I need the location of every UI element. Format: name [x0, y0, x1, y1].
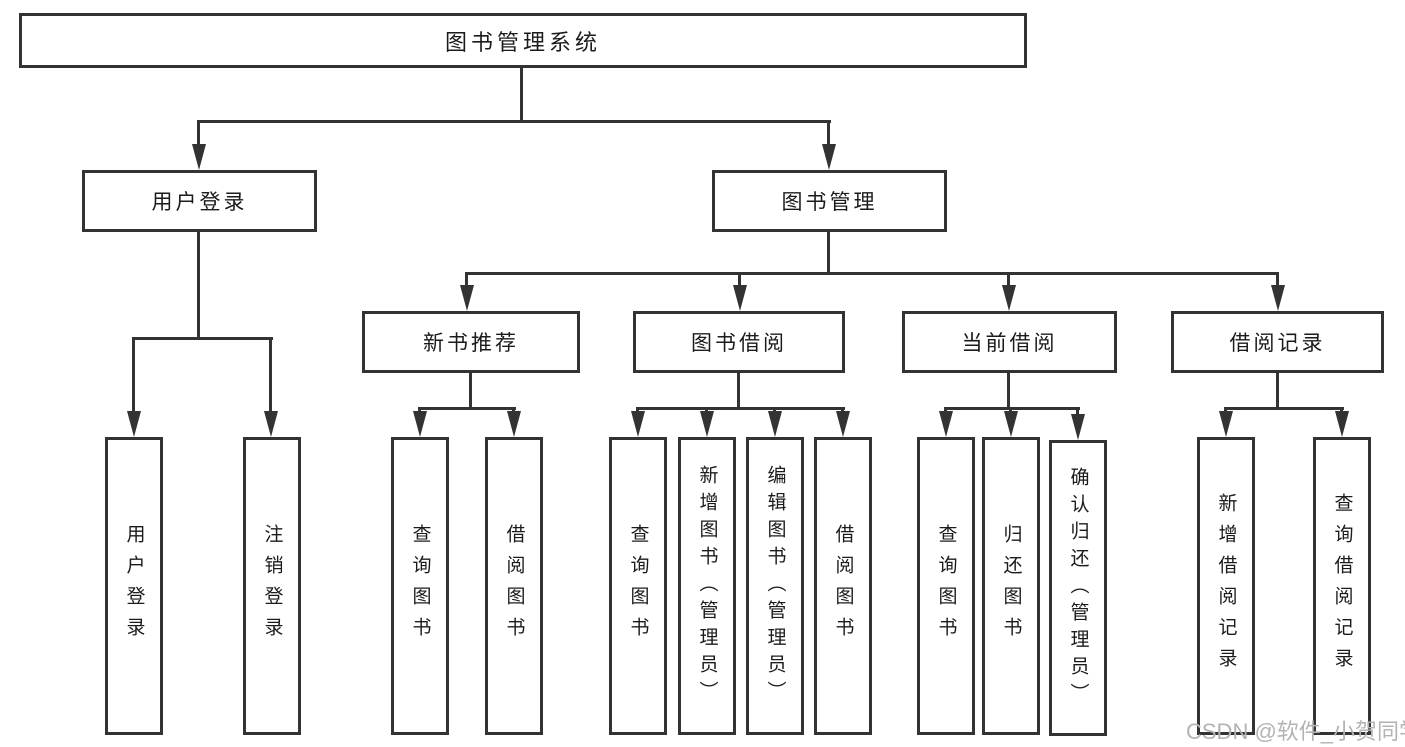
- node-label: 查询图书: [627, 524, 649, 648]
- arrowhead-down-icon: [1071, 414, 1085, 440]
- connector-line: [738, 272, 741, 287]
- connector-line: [841, 407, 844, 414]
- node-label: 用户登录: [151, 191, 248, 214]
- node-label: 用户登录: [123, 524, 145, 648]
- node-library-management-system: 图书管理系统: [19, 13, 1027, 68]
- connector-line: [132, 337, 273, 340]
- connector-line: [737, 373, 740, 410]
- arrowhead-down-icon: [1335, 411, 1349, 437]
- node-label: 图书借阅: [691, 332, 787, 355]
- leaf-query-books-current: 查询图书: [917, 437, 975, 735]
- connector-line: [944, 407, 947, 414]
- connector-line: [512, 407, 515, 414]
- node-label: 借阅记录: [1229, 332, 1326, 355]
- connector-line: [1276, 272, 1279, 287]
- arrowhead-down-icon: [700, 411, 714, 437]
- arrowhead-down-icon: [1002, 285, 1016, 311]
- node-label: 新增借阅记录: [1215, 493, 1237, 679]
- arrowhead-down-icon: [192, 144, 206, 170]
- arrowhead-down-icon: [460, 285, 474, 311]
- leaf-query-borrow-record: 查询借阅记录: [1313, 437, 1371, 735]
- leaf-user-login: 用户登录: [105, 437, 163, 735]
- leaf-return-books: 归还图书: [982, 437, 1040, 735]
- node-label: 查询图书: [935, 524, 957, 648]
- node-label: 借阅图书: [832, 524, 854, 648]
- connector-line: [469, 373, 472, 410]
- leaf-borrow-books: 借阅图书: [814, 437, 872, 735]
- node-book-management: 图书管理: [712, 170, 947, 232]
- leaf-edit-books-admin: 编辑图书（管理员）: [746, 437, 804, 735]
- node-label: 查询图书: [409, 524, 431, 648]
- node-label: 当前借阅: [961, 332, 1058, 355]
- connector-line: [418, 407, 421, 414]
- connector-line: [1224, 407, 1227, 414]
- node-label: 新书推荐: [423, 332, 519, 355]
- connector-line: [636, 407, 639, 414]
- connector-line: [773, 407, 776, 414]
- node-label: 归还图书: [1000, 524, 1022, 648]
- connector-line: [827, 120, 830, 148]
- leaf-query-books-recommend: 查询图书: [391, 437, 449, 735]
- node-label: 查询借阅记录: [1331, 493, 1353, 679]
- connector-line: [1276, 373, 1279, 410]
- connector-line: [197, 120, 831, 123]
- arrowhead-down-icon: [264, 411, 278, 437]
- leaf-add-books-admin: 新增图书（管理员）: [678, 437, 736, 735]
- node-user-login: 用户登录: [82, 170, 317, 232]
- connector-line: [705, 407, 708, 414]
- arrowhead-down-icon: [822, 144, 836, 170]
- csdn-watermark: CSDN @软件_小贺同学: [1186, 719, 1405, 744]
- node-label: 确认归还（管理员）: [1067, 466, 1089, 710]
- arrowhead-down-icon: [836, 411, 850, 437]
- node-label: 新增图书（管理员）: [696, 464, 718, 708]
- connector-line: [465, 272, 468, 287]
- connector-line: [636, 407, 845, 410]
- connector-line: [1007, 272, 1010, 287]
- arrowhead-down-icon: [631, 411, 645, 437]
- node-label: 图书管理系统: [444, 29, 601, 55]
- connector-line: [1224, 407, 1344, 410]
- arrowhead-down-icon: [127, 411, 141, 437]
- node-label: 图书管理: [781, 191, 878, 214]
- arrowhead-down-icon: [1004, 411, 1018, 437]
- connector-line: [1009, 407, 1012, 414]
- node-label: 编辑图书（管理员）: [764, 464, 786, 708]
- node-borrowing-records: 借阅记录: [1171, 311, 1384, 373]
- connector-line: [1076, 407, 1079, 417]
- connector-line: [132, 337, 135, 415]
- connector-line: [197, 120, 200, 148]
- arrowhead-down-icon: [939, 411, 953, 437]
- arrowhead-down-icon: [507, 411, 521, 437]
- connector-line: [418, 407, 516, 410]
- arrowhead-down-icon: [733, 285, 747, 311]
- node-label: 注销登录: [261, 524, 283, 648]
- arrowhead-down-icon: [768, 411, 782, 437]
- node-book-borrowing: 图书借阅: [633, 311, 845, 373]
- node-current-borrowing: 当前借阅: [902, 311, 1117, 373]
- leaf-confirm-return-admin: 确认归还（管理员）: [1049, 440, 1107, 736]
- connector-line: [520, 68, 523, 121]
- node-new-book-recommendation: 新书推荐: [362, 311, 580, 373]
- connector-line: [269, 337, 272, 415]
- leaf-query-books-borrowing: 查询图书: [609, 437, 667, 735]
- leaf-logout: 注销登录: [243, 437, 301, 735]
- connector-line: [827, 232, 830, 274]
- connector-line: [465, 272, 1279, 275]
- connector-line: [1007, 373, 1010, 410]
- connector-line: [197, 232, 200, 339]
- arrowhead-down-icon: [1271, 285, 1285, 311]
- arrowhead-down-icon: [1219, 411, 1233, 437]
- node-label: 借阅图书: [503, 524, 525, 648]
- arrowhead-down-icon: [413, 411, 427, 437]
- connector-line: [944, 407, 1080, 410]
- leaf-borrow-books-recommend: 借阅图书: [485, 437, 543, 735]
- connector-line: [1340, 407, 1343, 414]
- leaf-add-borrow-record: 新增借阅记录: [1197, 437, 1255, 735]
